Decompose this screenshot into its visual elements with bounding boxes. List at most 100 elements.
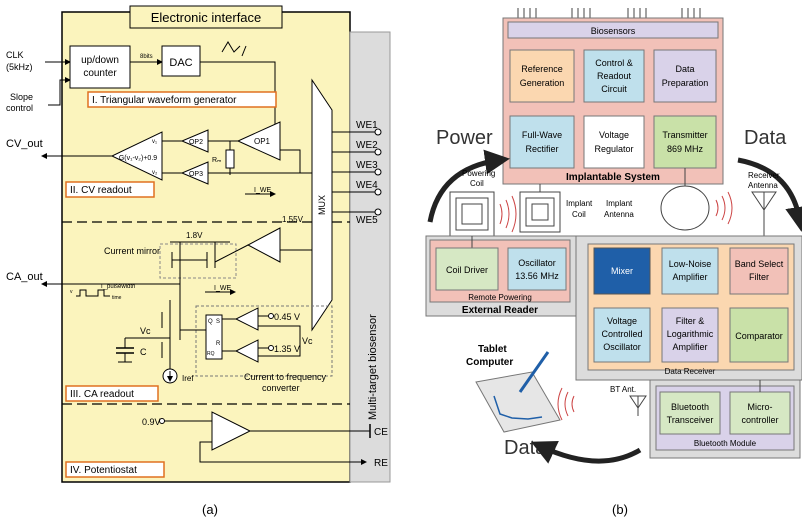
rm-label: Rₘ <box>212 157 221 164</box>
ctf-label-2: converter <box>262 383 300 393</box>
micro-l1: Micro- <box>748 402 773 412</box>
re-label: RE <box>374 458 388 469</box>
iwe-label-1: I_WE <box>254 187 271 194</box>
v09-label: 0.9V <box>142 417 161 427</box>
op1-amp <box>236 121 281 161</box>
current-mirror-label: Current mirror <box>104 246 160 256</box>
biosensors-block <box>507 21 719 39</box>
caption-b: (b) <box>612 502 628 517</box>
coil-driver-label: Coil Driver <box>446 265 488 275</box>
data-receiver-label: Data Receiver <box>665 367 716 376</box>
control-readout <box>583 49 645 103</box>
vco-l3: Oscillator <box>603 342 641 352</box>
microcontroller <box>729 391 791 435</box>
stylus-icon <box>518 351 550 393</box>
biosensor-strip <box>349 31 391 483</box>
sensor-pins <box>517 8 701 18</box>
we4-label: WE4 <box>356 180 378 191</box>
data-prep-l2: Preparation <box>662 78 709 88</box>
vc-label-1: Vc <box>140 326 151 336</box>
vc-label-2: Vc <box>302 336 313 346</box>
filter-l1: Filter & <box>676 316 705 326</box>
reference-generation <box>509 49 575 103</box>
implant-coil-l2: Coil <box>572 210 586 219</box>
transmitter <box>653 115 717 169</box>
control-l1: Control & <box>595 58 633 68</box>
caption-a: (a) <box>202 502 218 517</box>
we1-label: WE1 <box>356 120 378 131</box>
implant-coil <box>519 191 561 233</box>
bt-transceiver <box>659 391 721 435</box>
cv-out-label: CV_out <box>6 138 43 150</box>
ctf-label-1: Current to frequency <box>244 372 327 382</box>
triangle-wave-icon <box>221 41 241 53</box>
band-select-filter <box>729 247 789 295</box>
tablet-l1: Tablet <box>478 344 507 355</box>
data-prep-l1: Data <box>675 64 694 74</box>
comparator-high <box>234 307 259 331</box>
interface-title-box <box>129 5 283 29</box>
pulse-time-label: time <box>112 295 122 301</box>
potentiostat-opamp <box>211 411 252 451</box>
coil-driver <box>435 247 499 291</box>
section-3-label: III. CA readout <box>70 389 134 400</box>
ce-label: CE <box>374 427 388 438</box>
bt-antenna-label: BT Ant. <box>610 385 636 394</box>
regulator-l1: Voltage <box>599 130 629 140</box>
section-4-label-box <box>65 461 165 478</box>
filter-log-amp <box>661 307 719 363</box>
panel-a: Electronic interface Multi-target biosen… <box>6 5 391 517</box>
comparator-label: Comparator <box>735 331 783 341</box>
implant-antenna <box>660 185 710 231</box>
full-wave-rectifier <box>509 115 575 169</box>
implant-antenna-l2: Antenna <box>604 210 634 219</box>
power-arrow <box>427 149 510 223</box>
rectifier-l2: Rectifier <box>525 144 558 154</box>
lna-l2: Amplifier <box>672 272 707 282</box>
biosensors-label: Biosensors <box>591 26 636 36</box>
implant-coil-l1: Implant <box>566 199 593 208</box>
counter-label-2: counter <box>83 68 117 79</box>
panel-b: Biosensors Reference Generation Control … <box>425 8 802 517</box>
dac-label: DAC <box>169 57 192 69</box>
receiver-antenna-l2: Antenna <box>748 181 778 190</box>
implantable-label: Implantable System <box>566 172 660 183</box>
oscillator-l1: Oscillator <box>518 258 556 268</box>
we2-label: WE2 <box>356 140 378 151</box>
low-noise-amplifier <box>661 247 719 295</box>
pulse-width-label: T_pulsewidth <box>100 284 135 290</box>
we3-label: WE3 <box>356 160 378 171</box>
external-reader-label: External Reader <box>462 305 538 316</box>
mux <box>311 78 333 332</box>
tablet-icon <box>475 371 561 433</box>
v18-label: 1.8V <box>186 231 203 240</box>
op1-label: OP1 <box>254 137 271 146</box>
interface-title: Electronic interface <box>151 10 262 25</box>
ref-gen-l1: Reference <box>521 64 563 74</box>
micro-l2: controller <box>741 415 778 425</box>
ref-gen-l2: Generation <box>520 78 565 88</box>
gain-label: G(v₁-v₂)+0.9 <box>119 155 157 162</box>
section-4-label: IV. Potentiostat <box>70 465 137 476</box>
section-3-label-box <box>65 385 159 402</box>
data-top-label: Data <box>744 127 787 149</box>
data-arrow-bottom <box>530 441 642 464</box>
v2-label: v₂ <box>152 170 158 176</box>
v155-label: 1.55V <box>282 215 304 224</box>
counter-block <box>69 45 131 89</box>
lna-l1: Low-Noise <box>669 259 712 269</box>
vco <box>593 307 651 363</box>
oscillator <box>507 247 567 291</box>
remote-powering-label: Remote Powering <box>468 293 532 302</box>
tablet-l2: Computer <box>466 357 513 368</box>
section-1-label-box <box>87 91 277 108</box>
cap-label: C <box>140 347 147 357</box>
pulse-v-label: v <box>70 289 73 295</box>
v1-label: v₁ <box>152 139 157 145</box>
sr-latch <box>205 314 223 360</box>
we5-label: WE5 <box>356 215 378 226</box>
powering-coil-l1: Powering <box>462 169 495 178</box>
control-l2: Readout <box>597 71 632 81</box>
clk-label: CLK <box>6 50 24 60</box>
counter-label-1: up/down <box>81 55 119 66</box>
